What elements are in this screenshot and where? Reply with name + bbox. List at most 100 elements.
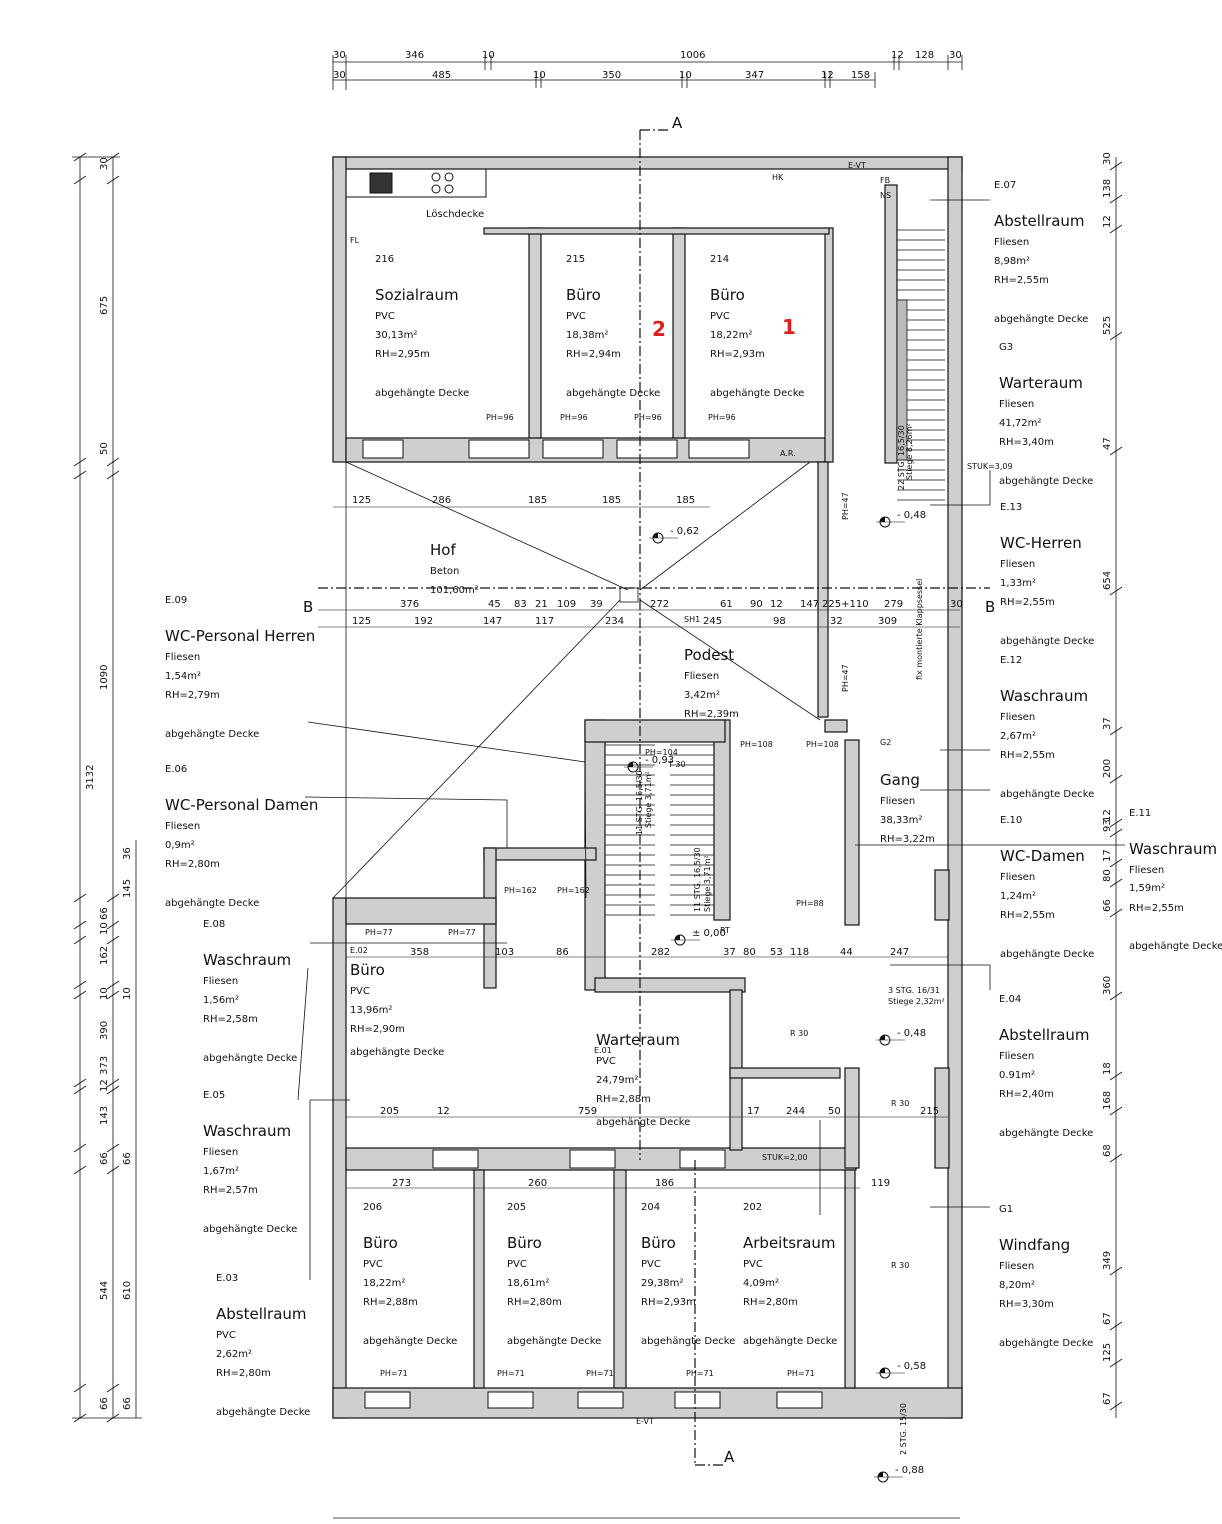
dim-label: 12 xyxy=(770,599,783,610)
left-dimension-chain xyxy=(72,156,142,1419)
dim-label: 117 xyxy=(535,616,554,627)
room-number: 216 xyxy=(375,254,394,265)
room-ceiling: abgehängte Decke xyxy=(596,1117,690,1128)
room-area: 24,79m² xyxy=(596,1075,638,1086)
dim-label: 50 xyxy=(99,442,110,455)
windows-upper xyxy=(362,439,750,459)
legend-floor: Fliesen xyxy=(165,821,200,832)
room-number: 202 xyxy=(743,1202,762,1213)
dim-label: 39 xyxy=(590,599,603,610)
legend-name: Abstellraum xyxy=(999,1026,1090,1044)
dim-label: 30 xyxy=(333,50,346,61)
legend-height: RH=2,55m xyxy=(1000,910,1055,921)
dim-label: 143 xyxy=(99,1106,110,1125)
legend-area: 0.91m² xyxy=(999,1070,1035,1081)
legend-code: E.12 xyxy=(1000,655,1022,666)
legend-name: WC-Damen xyxy=(1000,847,1085,865)
annotation-fl: FL xyxy=(350,236,360,245)
legend-area: 1,54m² xyxy=(165,671,201,682)
legend-code: E.06 xyxy=(165,764,187,775)
dim-label: 273 xyxy=(392,1178,411,1189)
legend-area: 2,67m² xyxy=(1000,731,1036,742)
annotation-t30: T 30 xyxy=(667,760,686,769)
dim-label: 37 xyxy=(723,947,736,958)
legend-code: G1 xyxy=(999,1204,1013,1215)
section-a-top-label: A xyxy=(672,114,683,132)
dim-label: 147 xyxy=(800,599,819,610)
dim-label: 373 xyxy=(99,1056,110,1075)
annotation-ph77: PH=77 xyxy=(365,928,393,937)
dim-label: 66 xyxy=(99,1152,110,1165)
legend-height: RH=3,40m xyxy=(999,437,1054,448)
annotation-ph71: PH=71 xyxy=(686,1369,714,1378)
dim-label: 21 xyxy=(535,599,548,610)
dim-label: 80 xyxy=(743,947,756,958)
room-floor: Fliesen xyxy=(684,671,719,682)
annotation-stg2: 2 STG. 15/30 xyxy=(899,1403,908,1455)
level-label: ± 0,00 xyxy=(692,928,726,939)
legend-floor: Fliesen xyxy=(994,237,1029,248)
dim-label: 186 xyxy=(655,1178,674,1189)
annotation-stg5b: Stiege 3,71m² xyxy=(703,855,712,912)
room-height: RH=2,80m xyxy=(507,1297,562,1308)
dim-label: 12 xyxy=(99,1079,110,1092)
dim-label: 185 xyxy=(528,495,547,506)
dim-label: 66 xyxy=(99,907,110,920)
dim-label: 390 xyxy=(99,1021,110,1040)
dim-label: 360 xyxy=(1102,976,1113,995)
room-name: Arbeitsraum xyxy=(743,1234,836,1252)
legend-ceiling: abgehängte Decke xyxy=(203,1053,297,1064)
annotation-r30: R 30 xyxy=(891,1261,909,1270)
room-area: 18,38m² xyxy=(566,330,608,341)
room-height: RH=2,39m xyxy=(684,709,739,720)
room-number: 204 xyxy=(641,1202,660,1213)
dim-label: 759 xyxy=(578,1106,597,1117)
windows-lower xyxy=(364,1149,823,1409)
room-ceiling: abgehängte Decke xyxy=(375,388,469,399)
annotation-ph108: PH=108 xyxy=(740,740,773,749)
legend-floor: PVC xyxy=(216,1330,236,1341)
dim-label: 10 xyxy=(122,987,133,1000)
room-height: RH=2,95m xyxy=(375,349,430,360)
legend-ceiling: abgehängte Decke xyxy=(1000,949,1094,960)
annotation-ph88: PH=88 xyxy=(796,899,824,908)
room-height: RH=2,94m xyxy=(566,349,621,360)
dim-label: 10 xyxy=(533,70,546,81)
far-right-legend: E.11WaschraumFliesen1,59m²RH=2,55mabgehä… xyxy=(1129,808,1222,952)
legend-height: RH=2,57m xyxy=(203,1185,258,1196)
dim-label: 225+110 xyxy=(822,599,869,610)
dim-label: 10 xyxy=(99,987,110,1000)
dim-label: 10 xyxy=(482,50,495,61)
dim-label: 272 xyxy=(650,599,669,610)
dim-label: 260 xyxy=(528,1178,547,1189)
dim-label: 376 xyxy=(400,599,419,610)
room-area: 3,42m² xyxy=(684,690,720,701)
dim-label: 44 xyxy=(840,947,853,958)
room-area: 18,22m² xyxy=(363,1278,405,1289)
dim-label: 45 xyxy=(488,599,501,610)
level-marker-fill xyxy=(880,1035,885,1040)
annotation-loeschdecke: Löschdecke xyxy=(426,209,484,220)
annotation-ph96: PH=96 xyxy=(486,413,514,422)
dim-label: 30 xyxy=(99,157,110,170)
legend-area: 1,56m² xyxy=(203,995,239,1006)
right-dim-labels: 3013812525476543720093121780663601816868… xyxy=(1102,152,1123,1411)
legend-code: E.04 xyxy=(999,994,1021,1005)
dim-label: 1006 xyxy=(680,50,705,61)
room-name: Büro xyxy=(363,1234,398,1252)
dim-label: 12 xyxy=(437,1106,450,1117)
legend-ceiling: abgehängte Decke xyxy=(165,729,259,740)
annotation-ph71: PH=71 xyxy=(497,1369,525,1378)
marker-2: 2 xyxy=(652,317,666,341)
room-floor: PVC xyxy=(363,1259,383,1270)
dim-label: 47 xyxy=(1102,437,1113,450)
room-name: Hof xyxy=(430,541,456,559)
legend-height: RH=2,40m xyxy=(999,1089,1054,1100)
dim-label: 162 xyxy=(99,946,110,965)
dim-label: 118 xyxy=(790,947,809,958)
dim-label: 30 xyxy=(333,70,346,81)
dim-label: 98 xyxy=(773,616,786,627)
dim-label: 358 xyxy=(410,947,429,958)
level-label: - 0,58 xyxy=(897,1361,926,1372)
room-area: 30,13m² xyxy=(375,330,417,341)
